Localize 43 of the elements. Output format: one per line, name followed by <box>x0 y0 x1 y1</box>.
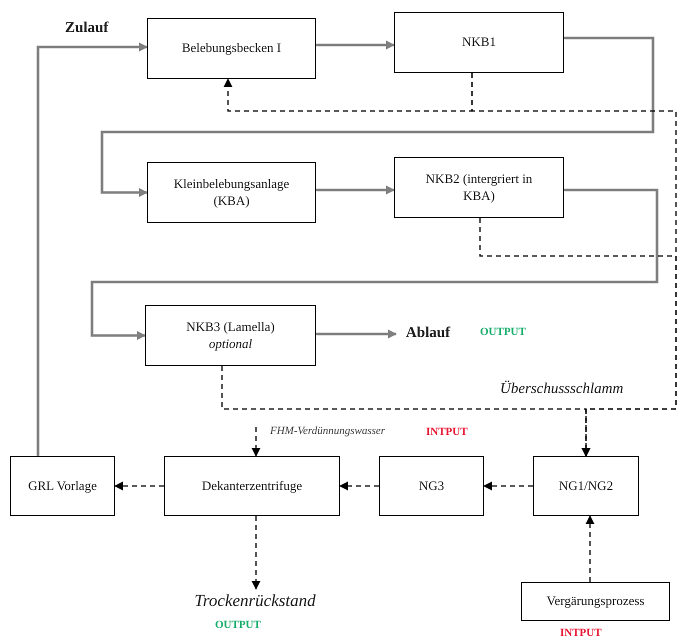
flow-arrow <box>100 36 654 197</box>
dashed-arrow <box>586 515 594 582</box>
box-label: Kleinbelebungsanlage (KBA) <box>172 176 290 209</box>
flow-arrow <box>36 42 148 456</box>
process-box <box>147 162 316 223</box>
box-label: NKB2 (intergriert in KBA) <box>424 171 534 204</box>
inflow-label: Zulauf <box>65 20 108 37</box>
outlet-text: Ablauf <box>396 321 460 345</box>
box-label: Belebungsbecken I <box>182 40 282 57</box>
flow-arrow <box>316 330 397 338</box>
flow-arrow <box>316 186 395 194</box>
process-box <box>379 456 484 516</box>
box-label: NG1/NG2 <box>558 478 614 494</box>
box-label: Dekanterzentrifuge <box>202 478 302 494</box>
box-label: NG3 <box>418 478 444 494</box>
process-box <box>164 456 340 516</box>
dashed-arrow <box>252 516 260 590</box>
water-label: FHM-Verdünnungswasser <box>270 425 386 437</box>
sludge-label: Überschussschlamm <box>500 381 624 398</box>
process-box <box>533 456 639 516</box>
input-tag: INTPUT <box>426 426 468 438</box>
clarifier-box <box>394 157 564 218</box>
output-text: Trockenrückstand <box>180 589 330 613</box>
box-label: Vergärungsprozess <box>546 593 644 610</box>
clarifier-box <box>145 305 316 366</box>
box-subtitle: optional <box>208 336 252 352</box>
tank-box <box>10 456 115 516</box>
clarifier-box <box>394 12 564 73</box>
output-tag: OUTPUT <box>480 326 526 338</box>
box-label: GRL Vorlage <box>28 478 97 494</box>
process-box <box>147 18 316 79</box>
dashed-arrow <box>483 482 533 490</box>
dashed-arrow <box>221 366 590 457</box>
dashed-arrow <box>252 427 260 457</box>
flow-arrow <box>90 188 658 340</box>
input-tag: INTPUT <box>560 627 602 639</box>
dashed-arrow <box>339 482 379 490</box>
flow-arrow <box>316 40 395 50</box>
box-label: NKB1 <box>462 34 496 51</box>
dashed-arrow <box>114 482 164 490</box>
output-tag: OUTPUT <box>215 619 261 631</box>
process-box <box>521 582 670 621</box>
box-label: NKB3 (Lamella) <box>186 319 275 336</box>
